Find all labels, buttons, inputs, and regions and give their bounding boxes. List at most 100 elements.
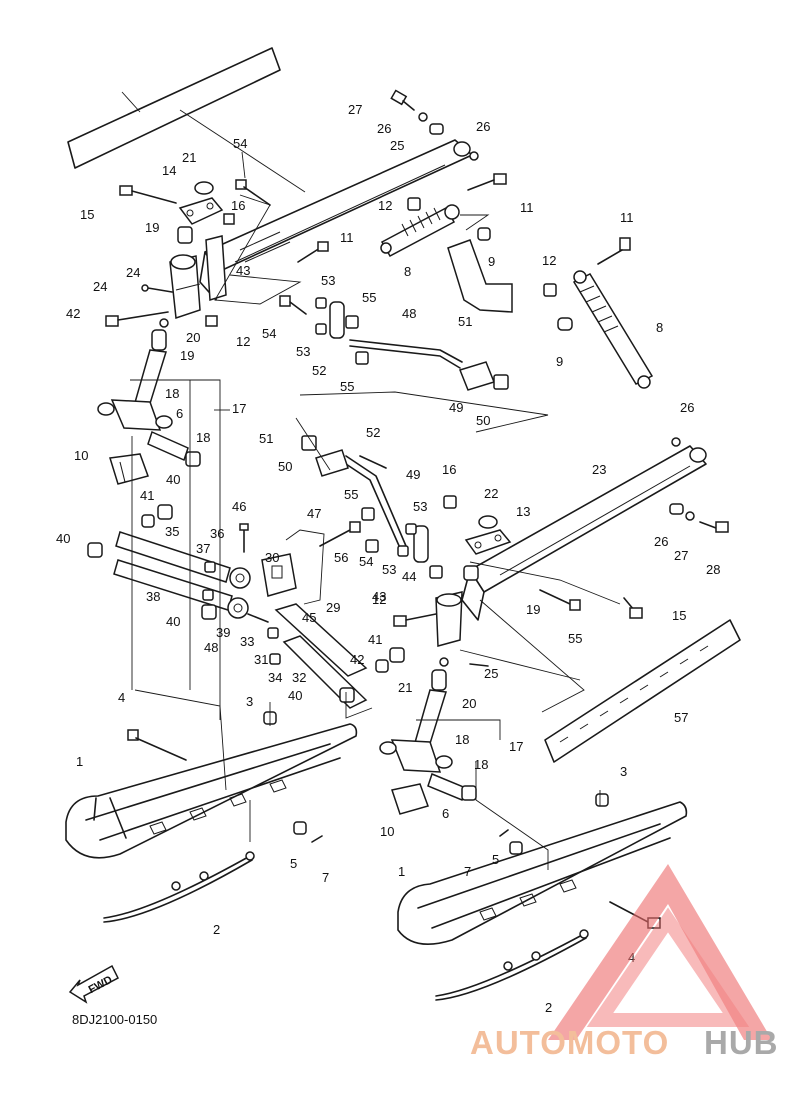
callout: 5 <box>290 856 297 871</box>
callout: 40 <box>288 688 302 703</box>
callout: 49 <box>406 467 420 482</box>
bushing-53-a <box>315 297 327 309</box>
callout: 40 <box>56 531 70 546</box>
bracket-10-right <box>391 783 429 815</box>
bolt-15-top <box>119 185 177 204</box>
collar-6-right <box>427 773 467 801</box>
callout: 23 <box>592 462 606 477</box>
steering-column-right <box>379 669 453 773</box>
callout: 8 <box>404 264 411 279</box>
callout: 54 <box>233 136 247 151</box>
callout: 50 <box>476 413 490 428</box>
callout: 10 <box>74 448 88 463</box>
callout: 7 <box>322 870 329 885</box>
callout: 16 <box>442 462 456 477</box>
watermark-triangle-icon <box>548 864 772 1040</box>
callout: 22 <box>484 486 498 501</box>
callout: 38 <box>146 589 160 604</box>
callout: 48 <box>204 640 218 655</box>
callout: 21 <box>182 150 196 165</box>
bolt-15-right <box>623 597 643 619</box>
callout: 6 <box>442 806 449 821</box>
leader-lines <box>121 91 621 870</box>
callout: 52 <box>312 363 326 378</box>
nut-12-shock-top <box>407 197 421 211</box>
stabilizer-bar-48-top <box>349 339 463 369</box>
pin-7-right <box>499 829 509 837</box>
stabilizer-bar-48-low <box>339 455 407 549</box>
bushing-36 <box>204 561 216 573</box>
bolt-11-shock-right <box>597 237 631 265</box>
joint-38 <box>227 597 249 619</box>
callout: 7 <box>464 864 471 879</box>
callout: 36 <box>210 526 224 541</box>
callout: 47 <box>307 506 321 521</box>
callout: 11 <box>620 210 634 225</box>
callout: 12 <box>236 334 250 349</box>
callout: 1 <box>398 864 405 879</box>
pin-7-left <box>311 835 323 843</box>
callout: 39 <box>216 625 230 640</box>
callout: 54 <box>262 326 276 341</box>
bushing-39 <box>202 589 214 601</box>
callout: 8 <box>656 320 663 335</box>
callout: 20 <box>462 696 476 711</box>
pin-51-low <box>359 455 387 469</box>
callout: 56 <box>334 550 348 565</box>
bolt-45 <box>239 523 249 553</box>
callout: 20 <box>186 330 200 345</box>
bushing-25-right <box>669 503 684 515</box>
callout: 43 <box>236 263 250 278</box>
callout: 51 <box>458 314 472 329</box>
callout: 31 <box>254 652 268 667</box>
callout-labels: 1 1 2 2 3 3 4 4 5 5 6 6 7 7 8 8 9 9 10 1… <box>56 102 720 1015</box>
bushing-40-c <box>339 687 355 703</box>
callout: 50 <box>278 459 292 474</box>
callout: 53 <box>321 273 335 288</box>
callout: 43 <box>372 589 386 604</box>
callout: 24 <box>93 279 107 294</box>
bushing-53-c <box>405 523 417 535</box>
bolt-32 <box>247 613 269 623</box>
callout: 15 <box>672 608 686 623</box>
callout: 48 <box>402 306 416 321</box>
callout: 10 <box>380 824 394 839</box>
callout: 24 <box>126 265 140 280</box>
callout: 21 <box>398 680 412 695</box>
bushing-19-right <box>463 565 479 581</box>
callout: 18 <box>196 430 210 445</box>
callout: 26 <box>377 121 391 136</box>
callout: 14 <box>162 163 176 178</box>
nut-55-c <box>361 507 375 521</box>
callout: 30 <box>265 550 279 565</box>
callout: 2 <box>545 1000 552 1015</box>
bolt-11-shock-top <box>467 173 507 191</box>
bolt-42-top <box>105 311 169 327</box>
washer-26-top-right <box>469 151 479 161</box>
callout: 9 <box>556 354 563 369</box>
nut-12-top-left <box>205 315 218 327</box>
callout: 52 <box>366 425 380 440</box>
bracket-49-low <box>315 449 349 477</box>
callout: 19 <box>526 602 540 617</box>
callout: 17 <box>232 401 246 416</box>
bushing-40-a <box>157 504 173 520</box>
callout: 27 <box>348 102 362 117</box>
steering-column-left <box>97 329 173 431</box>
bracket-14 <box>178 197 224 225</box>
callout: 6 <box>176 406 183 421</box>
fwd-arrow-icon: FWD <box>68 964 119 1004</box>
callout: 12 <box>378 198 392 213</box>
bracket-13 <box>464 529 512 555</box>
collar-9-right <box>557 317 573 331</box>
ski-left <box>65 723 358 859</box>
knuckle-right <box>435 591 463 647</box>
bushing-40-b <box>87 542 103 558</box>
callout: 51 <box>259 431 273 446</box>
cap-21-top <box>194 181 214 195</box>
watermark: AUTOMOTO HUB <box>470 864 778 1061</box>
collar-9-top <box>477 227 491 241</box>
callout: 11 <box>520 200 534 215</box>
callout: 29 <box>326 600 340 615</box>
callout: 34 <box>268 670 282 685</box>
